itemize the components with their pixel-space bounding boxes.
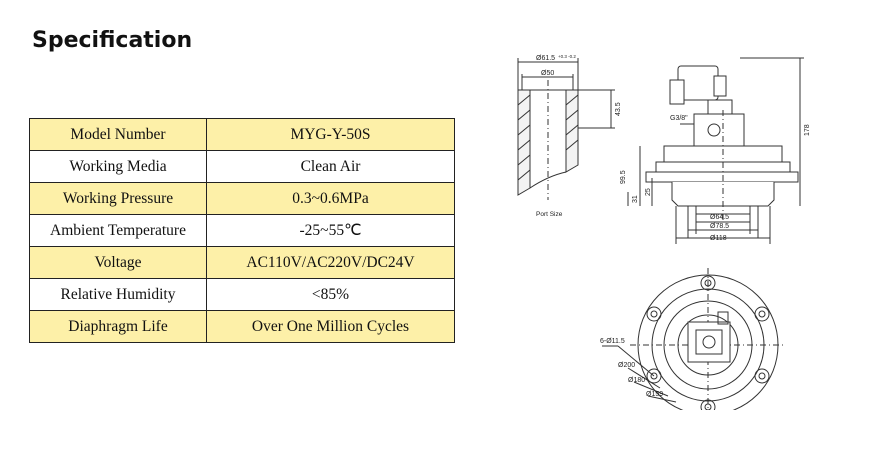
spec-value: <85% <box>206 278 455 311</box>
valve-plan-view <box>602 268 786 410</box>
dia-118-label: Ø118 <box>710 235 727 242</box>
spec-value: Over One Million Cycles <box>206 310 455 343</box>
dia-180-label: Ø180 <box>628 377 645 384</box>
port-od-tolerance: +0.3 -0.2 <box>558 54 576 59</box>
port-od-label: Ø61.5 <box>536 55 555 62</box>
spec-label: Voltage <box>29 246 207 279</box>
spec-value: -25~55℃ <box>206 214 455 247</box>
spec-label: Relative Humidity <box>29 278 207 311</box>
spec-label: Diaphragm Life <box>29 310 207 343</box>
spec-row-model-number: Model Number MYG-Y-50S <box>29 118 455 151</box>
dia-159-label: Ø159 <box>646 391 663 398</box>
dia-78-label: Ø78.5 <box>710 223 729 230</box>
port-caption: Port Size <box>536 211 563 218</box>
page-title: Specification <box>32 28 193 53</box>
port-size-sketch <box>517 58 615 200</box>
technical-drawing: Ø61.5 +0.3 -0.2 Ø50 43.5 Port Size G3/8"… <box>517 54 811 410</box>
spec-row-diaphragm-life: Diaphragm Life Over One Million Cycles <box>29 310 455 343</box>
spec-label: Working Media <box>29 150 207 183</box>
spec-value: MYG-Y-50S <box>206 118 455 151</box>
valve-side-view <box>627 57 804 244</box>
total-height-label: 178 <box>804 124 811 136</box>
spec-value: 0.3~0.6MPa <box>206 182 455 215</box>
spec-label: Ambient Temperature <box>29 214 207 247</box>
spec-row-working-pressure: Working Pressure 0.3~0.6MPa <box>29 182 455 215</box>
specification-table: Model Number MYG-Y-50S Working Media Cle… <box>29 118 455 343</box>
spec-value: Clean Air <box>206 150 455 183</box>
spec-row-ambient-temperature: Ambient Temperature -25~55℃ <box>29 214 455 247</box>
spec-label: Working Pressure <box>29 182 207 215</box>
spec-row-voltage: Voltage AC110V/AC220V/DC24V <box>29 246 455 279</box>
spec-row-relative-humidity: Relative Humidity <85% <box>29 278 455 311</box>
dia-64-label: Ø64.5 <box>710 214 729 221</box>
port-id-label: Ø50 <box>541 70 554 77</box>
dim-25-label: 25 <box>645 188 652 196</box>
spec-value: AC110V/AC220V/DC24V <box>206 246 455 279</box>
port-depth-label: 43.5 <box>615 102 622 116</box>
thread-label: G3/8" <box>670 115 688 122</box>
dia-200-label: Ø200 <box>618 362 635 369</box>
bolt-holes-label: 6-Ø11.5 <box>600 338 625 345</box>
body-height-label: 99.5 <box>620 170 627 184</box>
spec-label: Model Number <box>29 118 207 151</box>
dim-31-label: 31 <box>632 195 639 203</box>
spec-row-working-media: Working Media Clean Air <box>29 150 455 183</box>
